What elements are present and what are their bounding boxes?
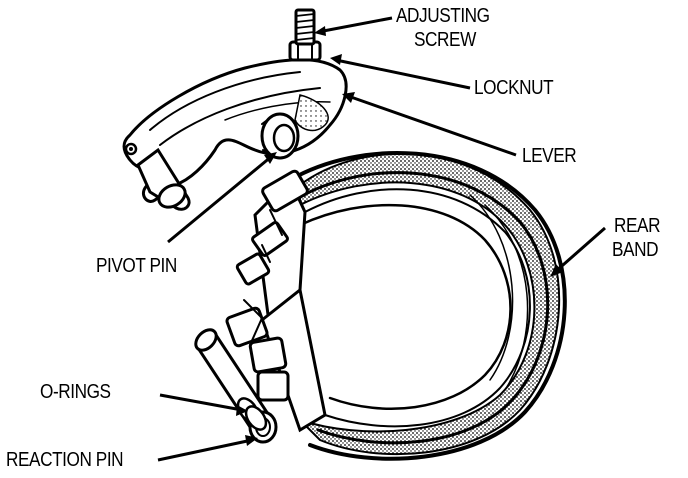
label-rear-band-1: REAR [614,215,661,237]
leader-reaction-pin [157,438,253,462]
leader-locknut [335,58,471,90]
label-o-rings: O-RINGS [40,381,111,403]
reaction-pin [194,328,278,444]
label-adjusting-screw-1: ADJUSTING [396,5,490,27]
leader-lever [347,94,517,157]
leader-lines [157,16,606,462]
label-pivot-pin: PIVOT PIN [96,255,177,277]
leader-rear-band [554,226,606,274]
label-reaction-pin: REACTION PIN [6,449,124,471]
leader-o-rings [159,393,243,412]
rear-band [225,151,567,461]
o-ring-2 [244,405,268,431]
label-rear-band-2: BAND [612,239,659,261]
label-adjusting-screw-2: SCREW [414,29,476,51]
leader-pivot-pin [167,154,273,244]
lever [122,8,348,211]
leader-adjusting-screw [317,16,393,34]
label-locknut: LOCKNUT [474,77,554,99]
label-lever: LEVER [522,145,577,167]
